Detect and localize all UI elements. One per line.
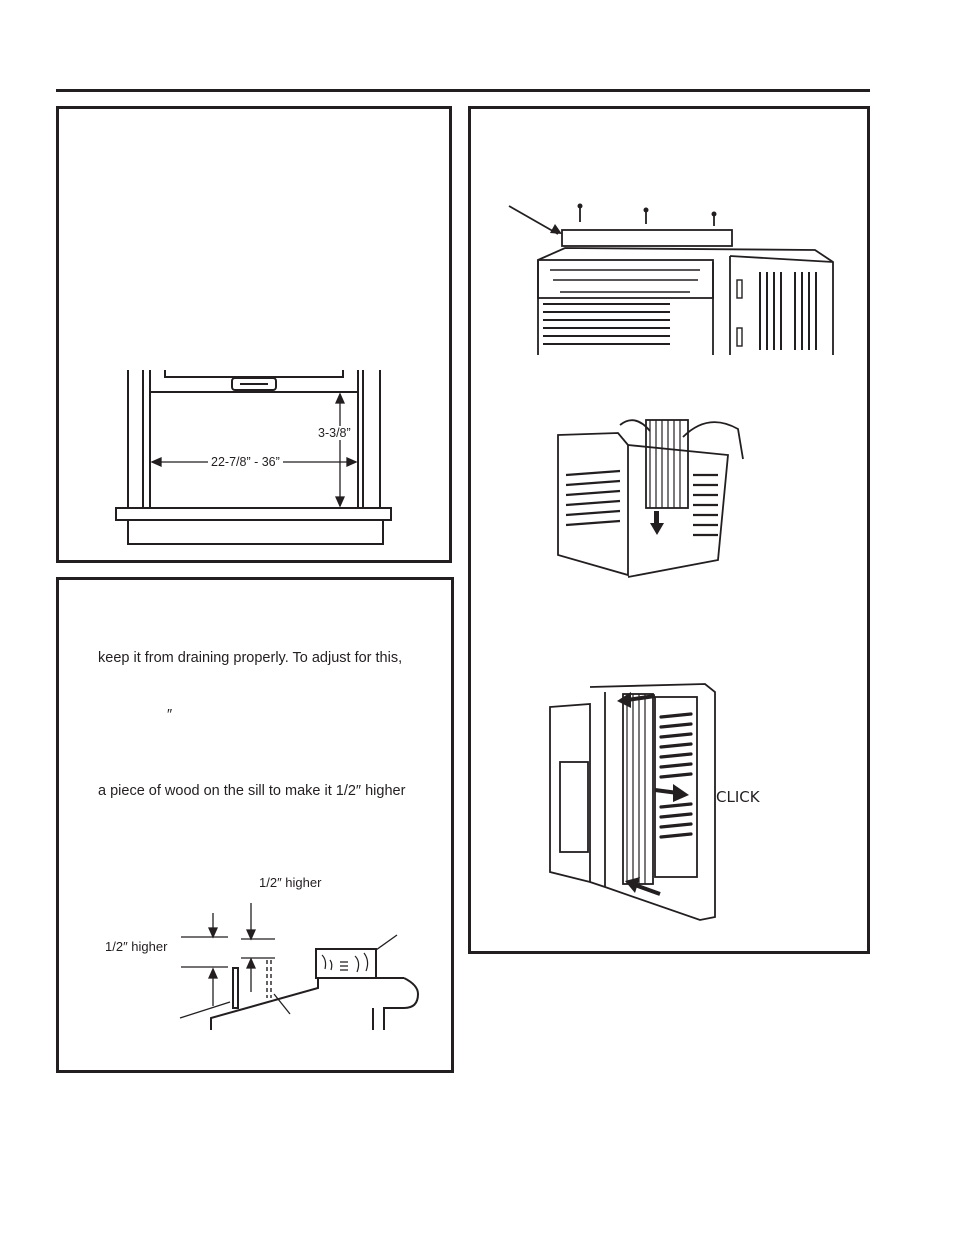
unit-preparation-panel (468, 106, 870, 954)
curtain-insertion-illustration (557, 419, 744, 578)
higher-label-top: 1/2″ higher (259, 875, 322, 890)
inch-mark: ″ (167, 707, 173, 723)
sill-text-line-1: keep it from draining properly. To adjus… (98, 650, 403, 666)
window-measurement-panel (56, 106, 452, 563)
window-height-dimension: 3-3/8” (317, 426, 352, 440)
header-rule (56, 89, 870, 92)
sill-text-line-2: a piece of wood on the sill to make it 1… (98, 783, 406, 799)
higher-label-left: 1/2″ higher (105, 939, 168, 954)
window-width-dimension: 22-7/8” - 36” (208, 455, 283, 469)
curtain-click-illustration (549, 683, 716, 921)
sill-adjustment-panel (56, 577, 454, 1073)
top-rail-illustration (508, 203, 834, 355)
click-label: CLICK (716, 788, 760, 806)
